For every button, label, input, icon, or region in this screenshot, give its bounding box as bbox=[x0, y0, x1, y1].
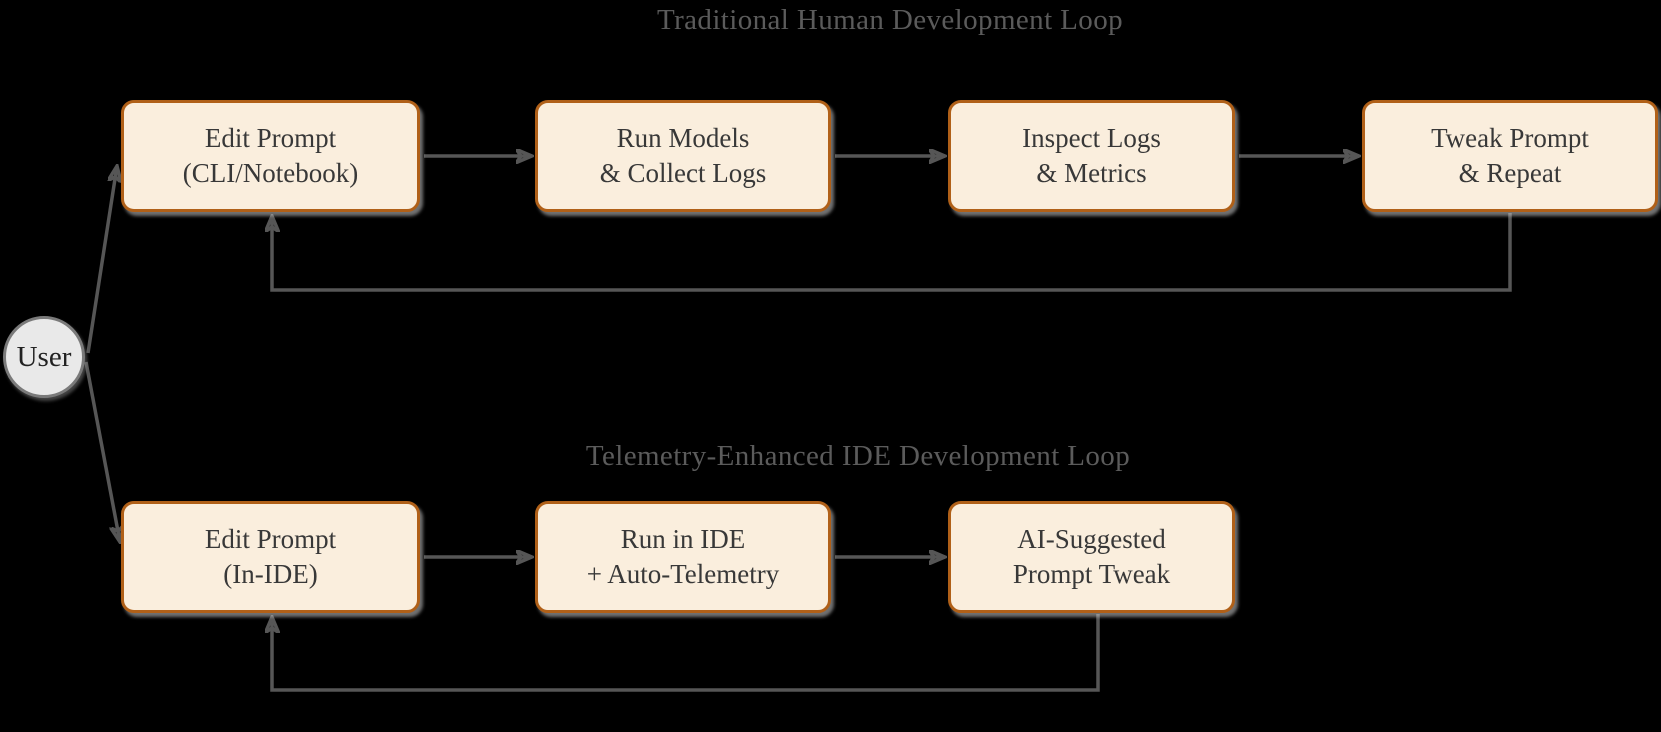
node-edit-prompt-ide: Edit Prompt (In-IDE) bbox=[121, 501, 420, 613]
node-label-line: Tweak Prompt bbox=[1431, 123, 1589, 153]
arrow-aisuggest-feedback-to-editide bbox=[272, 614, 1100, 692]
node-label-line: Edit Prompt bbox=[204, 123, 337, 153]
node-edit-prompt-cli: Edit Prompt (CLI/Notebook) bbox=[121, 100, 420, 212]
node-label-line: Prompt Tweak bbox=[1012, 559, 1171, 589]
node-label-line: Inspect Logs bbox=[1022, 123, 1161, 153]
node-run-models: Run Models & Collect Logs bbox=[535, 100, 831, 212]
arrow-user-to-edit-cli bbox=[86, 166, 117, 354]
arrow-tweak-feedback-to-editcli bbox=[272, 213, 1512, 292]
node-label-line: & Collect Logs bbox=[599, 158, 767, 188]
node-label-line: (In-IDE) bbox=[223, 559, 318, 589]
node-ai-suggested-tweak: AI-Suggested Prompt Tweak bbox=[948, 501, 1235, 613]
node-inspect-logs: Inspect Logs & Metrics bbox=[948, 100, 1235, 212]
node-label-line: + Auto-Telemetry bbox=[586, 559, 780, 589]
user-node: User bbox=[3, 316, 85, 398]
node-label-line: Edit Prompt bbox=[204, 524, 337, 554]
bottom-loop-title: Telemetry-Enhanced IDE Development Loop bbox=[585, 440, 1131, 472]
node-tweak-prompt: Tweak Prompt & Repeat bbox=[1362, 100, 1658, 212]
top-loop-title: Traditional Human Development Loop bbox=[657, 4, 1123, 36]
node-label-line: & Metrics bbox=[1036, 158, 1147, 188]
node-label-line: Run in IDE bbox=[620, 524, 746, 554]
node-label-line: AI-Suggested bbox=[1017, 524, 1166, 554]
node-label-line: Run Models bbox=[616, 123, 750, 153]
arrow-user-to-edit-ide bbox=[84, 361, 120, 542]
node-label-line: & Repeat bbox=[1458, 158, 1562, 188]
node-label-line: (CLI/Notebook) bbox=[182, 158, 359, 188]
node-run-in-ide: Run in IDE + Auto-Telemetry bbox=[535, 501, 831, 613]
user-node-label: User bbox=[16, 340, 72, 373]
